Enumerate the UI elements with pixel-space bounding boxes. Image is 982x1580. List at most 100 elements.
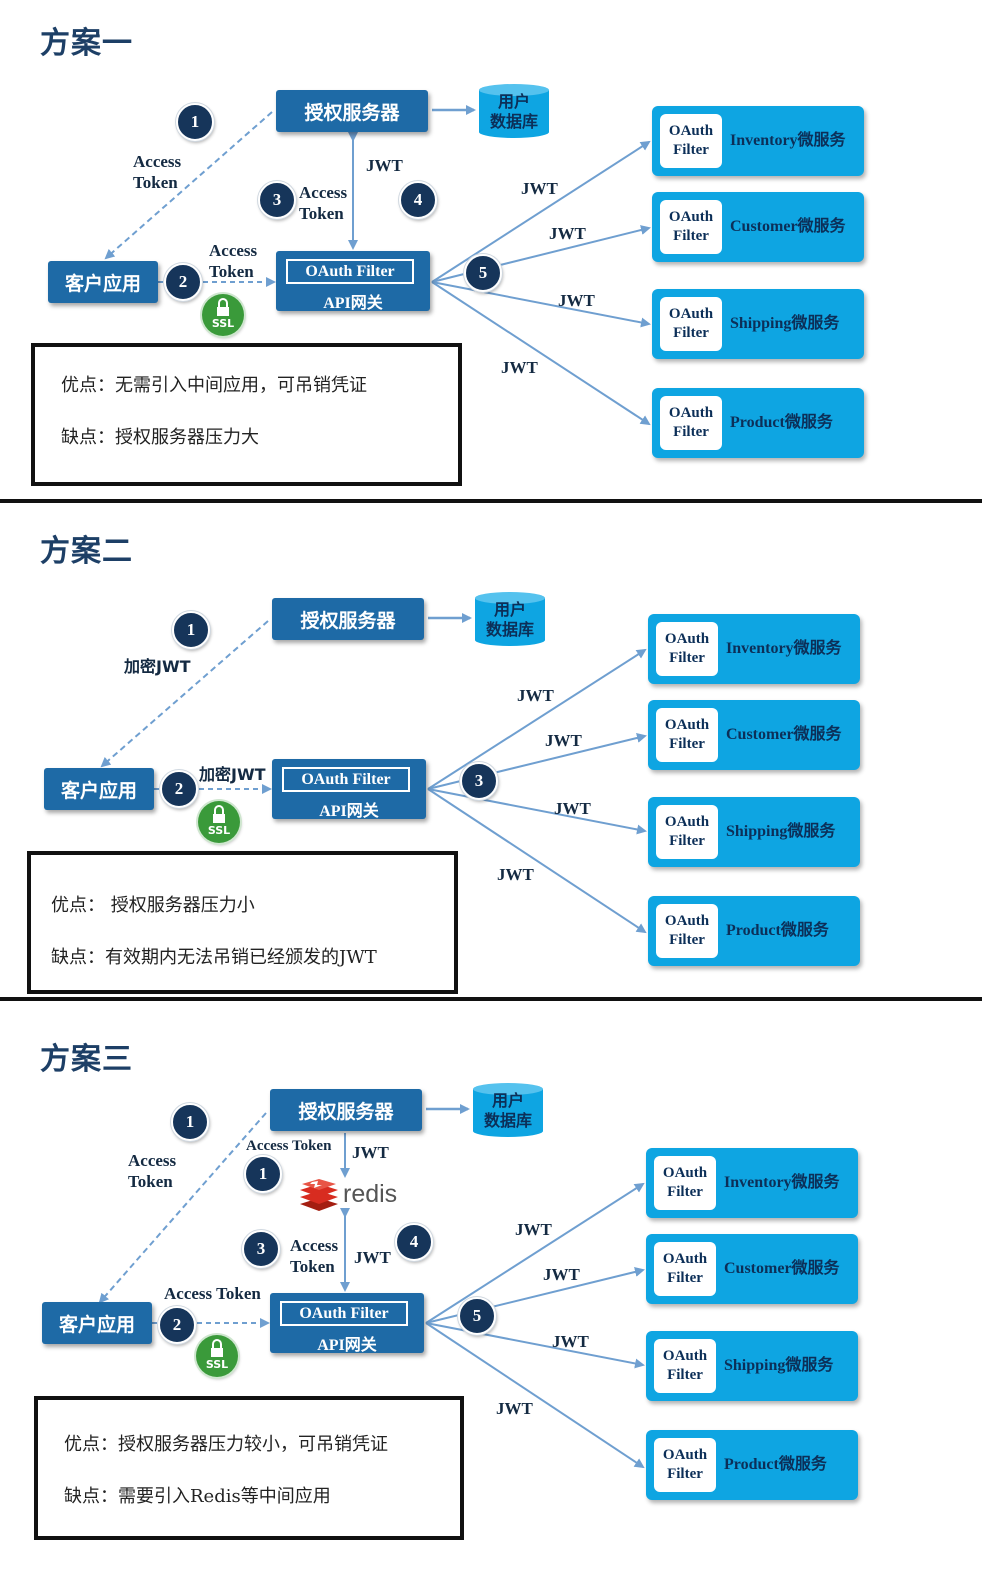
db-label-1: 用户: [493, 600, 526, 619]
cons-text: 缺点：有效期内无法吊销已经颁发的JWT: [51, 947, 377, 968]
service-name: Customer微服务: [730, 218, 846, 235]
label-client-to-auth: 加密JWT: [124, 657, 191, 676]
step-badge: 5: [458, 1297, 496, 1335]
edge-auth-client: [104, 111, 273, 260]
service-name: Product微服务: [726, 922, 829, 939]
service-name: Customer微服务: [726, 726, 842, 743]
pros-cons-box: 优点：授权服务器压力较小，可吊销凭证 缺点：需要引入Redis等中间应用: [34, 1396, 464, 1540]
edge-gateway-product: [425, 1322, 645, 1469]
cons-text: 缺点：授权服务器压力大: [61, 427, 259, 448]
edge-label-jwt: JWT: [558, 291, 595, 310]
pros-text: 优点：无需引入中间应用，可吊销凭证: [61, 375, 367, 396]
gateway-oauth-filter: OAuth Filter: [286, 259, 414, 284]
section-plan-3: 方案三 授权服务器 用户数据库 redis 客户应用: [0, 1016, 982, 1580]
label-client-to-gateway: Access Token: [164, 1284, 261, 1303]
service-name: Shipping微服务: [730, 315, 840, 332]
db-label-2: 数据库: [489, 112, 538, 131]
step-badge: 5: [464, 254, 502, 292]
db-label-2: 数据库: [485, 620, 534, 639]
step-badge: 1: [171, 1103, 209, 1141]
edge-gateway-inventory: [431, 140, 651, 283]
edge-gateway-inventory: [427, 648, 647, 790]
step-badge: 2: [164, 263, 202, 301]
service-name: Product微服务: [724, 1456, 827, 1473]
edge-label-jwt: JWT: [543, 1265, 580, 1284]
auth-server: 授权服务器: [270, 1089, 422, 1131]
section-divider: [0, 499, 982, 503]
gateway-oauth-filter: OAuth Filter: [282, 767, 410, 792]
edge-label-jwt: JWT: [501, 358, 538, 377]
section-plan-2: 方案二 授权服务器 用户数据库 客户应用 OAuth Filter API网关 …: [0, 508, 982, 1018]
step-badge: 2: [160, 770, 198, 808]
ssl-lock-icon: SSL: [196, 1335, 238, 1377]
edge-gateway-shipping: [431, 281, 651, 328]
ssl-lock-icon: SSL: [202, 294, 244, 336]
client-app: 客户应用: [48, 261, 158, 303]
pros-text: 优点：授权服务器压力较小，可吊销凭证: [64, 1434, 388, 1455]
auth-server: 授权服务器: [272, 598, 424, 640]
edge-label-jwt: JWT: [549, 224, 586, 243]
redis-label: redis: [343, 1180, 398, 1208]
edge-label-jwt: JWT: [497, 865, 534, 884]
step-badge: 3: [242, 1230, 280, 1268]
client-app: 客户应用: [42, 1302, 152, 1344]
section-plan-1: 方案一 授权服务器 用户数据库 客户应用 OAuth Filter A: [0, 0, 982, 510]
service-name: Inventory微服务: [730, 132, 846, 149]
service-name: Shipping微服务: [724, 1357, 834, 1374]
step-badge: 4: [399, 181, 437, 219]
service-name: Shipping微服务: [726, 823, 836, 840]
edge-label-jwt: JWT: [517, 686, 554, 705]
database-icon: [479, 84, 549, 138]
connector-layer: [104, 105, 651, 426]
step-badge: 2: [158, 1306, 196, 1344]
label-auth-to-gateway: JWT: [366, 156, 403, 175]
database-icon: [473, 1083, 543, 1137]
edge-gateway-product: [431, 281, 651, 426]
step-badge: 3: [460, 762, 498, 800]
gateway-label: API网关: [317, 1337, 377, 1354]
service-name: Product微服务: [730, 414, 833, 431]
database-icon: [475, 592, 545, 646]
label-auth-to-redis-jwt: JWT: [352, 1143, 389, 1162]
edge-gateway-shipping: [425, 1322, 645, 1369]
pros-cons-box: 优点： 授权服务器压力小 缺点：有效期内无法吊销已经颁发的JWT: [27, 851, 458, 994]
api-gateway: OAuth Filter API网关: [272, 759, 426, 820]
edge-auth-client: [100, 620, 269, 768]
step-badge: 3: [258, 181, 296, 219]
section-title: 方案二: [40, 534, 133, 569]
pros-text: 优点： 授权服务器压力小: [51, 895, 255, 916]
gateway-oauth-filter: OAuth Filter: [280, 1301, 408, 1326]
service-name: Customer微服务: [724, 1260, 840, 1277]
edge-gateway-inventory: [425, 1182, 645, 1324]
step-badge: 1: [172, 611, 210, 649]
edge-label-jwt: JWT: [521, 179, 558, 198]
edge-label-jwt: JWT: [554, 799, 591, 818]
edge-gateway-shipping: [427, 788, 647, 835]
user-database: 用户数据库: [478, 84, 550, 138]
api-gateway: OAuth Filter API网关: [276, 251, 430, 312]
service-name: Inventory微服务: [726, 640, 842, 657]
label-redis-to-gateway: JWT: [354, 1248, 391, 1267]
step-badge: 1: [244, 1155, 282, 1193]
edge-label-jwt: JWT: [496, 1399, 533, 1418]
api-gateway: OAuth Filter API网关: [270, 1293, 424, 1354]
